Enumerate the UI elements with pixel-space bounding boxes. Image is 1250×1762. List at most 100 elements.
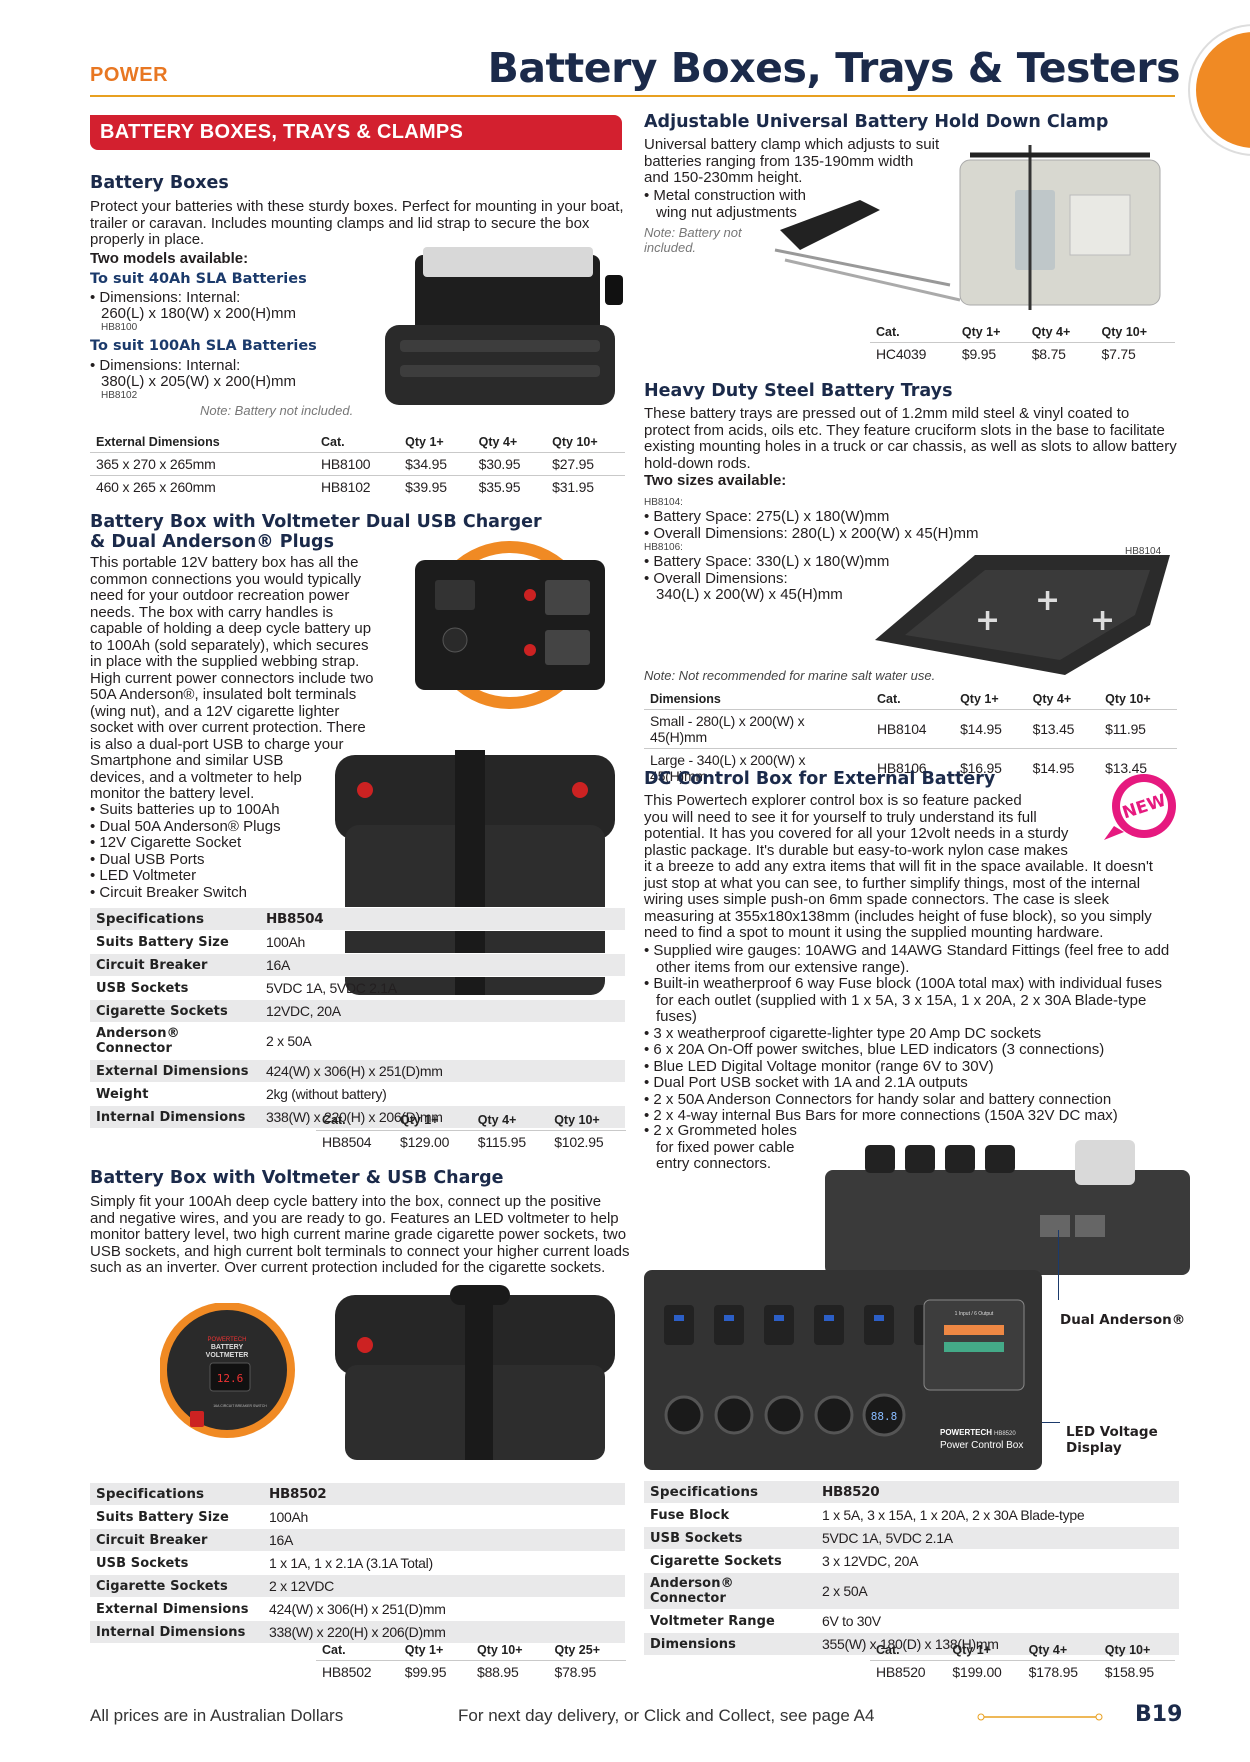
feature-bullet: 6 x 20A On-Off power switches, blue LED … bbox=[644, 1041, 1179, 1059]
col-header: Qty 4+ bbox=[1028, 1643, 1068, 1657]
feature-bullet: Suits batteries up to 100Ah bbox=[90, 801, 281, 819]
spec-value: 1 x 1A, 1 x 2.1A (3.1A Total) bbox=[263, 1551, 625, 1575]
spec-key: Specifications bbox=[644, 1480, 816, 1504]
dc-box-image bbox=[825, 1140, 1190, 1275]
table-cell: Small - 280(L) x 200(W) x 45(H)mm bbox=[644, 709, 871, 749]
hb8504-price-table: Cat.Qty 1+Qty 4+Qty 10+ HB8504$129.00$11… bbox=[316, 1110, 626, 1153]
section-label: POWER bbox=[90, 64, 169, 86]
model2-dims: 380(L) x 205(W) x 200(H)mm bbox=[101, 373, 297, 390]
spec-key: Anderson® Connector bbox=[90, 1022, 260, 1060]
spec-value: 424(W) x 306(H) x 251(D)mm bbox=[260, 1059, 625, 1083]
spec-key: Cigarette Sockets bbox=[90, 1574, 263, 1598]
clamp-note2: included. bbox=[644, 240, 697, 255]
spec-value: 1 x 5A, 3 x 15A, 1 x 20A, 2 x 30A Blade-… bbox=[816, 1503, 1179, 1527]
col-header: External Dimensions bbox=[96, 435, 220, 449]
table-cell: $78.95 bbox=[548, 1660, 626, 1683]
model1-bullet: Dimensions: Internal: bbox=[90, 289, 240, 307]
new-badge: NEW bbox=[1104, 774, 1176, 840]
spec-value: 16A bbox=[260, 953, 625, 977]
table-cell: $31.95 bbox=[546, 475, 625, 498]
desc-line: This Powertech explorer control box is s… bbox=[644, 792, 1022, 809]
table-row: HB8520$199.00$178.95$158.95 bbox=[870, 1660, 1175, 1683]
desc-line: batteries ranging from 135-190mm width bbox=[644, 152, 914, 170]
spec-value: 3 x 12VDC, 20A bbox=[816, 1549, 1179, 1573]
table-cell: $115.95 bbox=[471, 1130, 549, 1153]
tray2-bullets: Battery Space: 330(L) x 180(W)mm Overall… bbox=[644, 553, 889, 604]
col-header: Qty 4+ bbox=[478, 435, 518, 449]
col-header: Dimensions bbox=[650, 692, 721, 706]
table-cell: 460 x 265 x 260mm bbox=[90, 475, 315, 498]
clamp-bullet: Metal construction with wing nut adjustm… bbox=[644, 187, 829, 221]
models-heading: Two models available: bbox=[90, 250, 249, 267]
inset-label2: VOLTMETER bbox=[206, 1352, 249, 1359]
spec-key: Suits Battery Size bbox=[90, 930, 260, 954]
table-cell: HC4039 bbox=[870, 342, 956, 365]
col-header: Qty 1+ bbox=[400, 1113, 439, 1127]
hb8504-panel-image bbox=[415, 541, 605, 709]
desc-line: just stop at what you can see, to furthe… bbox=[644, 874, 1141, 892]
dc-last-bullet: 2 x Grommeted holes for fixed power cabl… bbox=[644, 1122, 796, 1173]
spec-value: 2kg (without battery) bbox=[260, 1082, 625, 1106]
battery-boxes-image bbox=[385, 247, 623, 405]
model1-title: To suit 40Ah SLA Batteries bbox=[90, 271, 307, 287]
tray1-cat: HB8104: bbox=[644, 497, 683, 508]
battery-boxes-title: Battery Boxes bbox=[90, 173, 229, 193]
col-header: Qty 1+ bbox=[961, 325, 1001, 339]
desc-line: to 100Ah (sold separately), which secure… bbox=[90, 636, 369, 654]
col-header: Qty 1+ bbox=[404, 1643, 444, 1657]
dc-bullets: Supplied wire gauges: 10AWG and 14AWG St… bbox=[644, 942, 1179, 1125]
hb8502-box-image bbox=[335, 1285, 615, 1460]
col-header: Cat. bbox=[321, 435, 345, 449]
table-row: HC4039$9.95$8.75$7.75 bbox=[870, 342, 1175, 365]
panel-name: Power Control Box bbox=[940, 1440, 1023, 1451]
hb8504-title-line1: Battery Box with Voltmeter Dual USB Char… bbox=[90, 512, 542, 532]
feature-bullet: Built-in weatherproof 6 way Fuse block (… bbox=[644, 975, 1179, 1026]
col-header: Cat. bbox=[322, 1113, 346, 1127]
spec-value: 355(W) x 180(D) x 138(H)mm bbox=[816, 1632, 1179, 1655]
table-cell: $13.45 bbox=[1099, 748, 1177, 787]
svg-text:+: + bbox=[1035, 583, 1060, 618]
desc-line: Smartphone and similar USB bbox=[90, 752, 284, 769]
spec-value: 100Ah bbox=[263, 1505, 625, 1529]
col-header: Qty 10+ bbox=[1101, 325, 1148, 339]
spec-value: 2 x 12VDC bbox=[263, 1574, 625, 1598]
hb8502-price-table: Cat.Qty 1+Qty 10+Qty 25+ HB8502$99.95$88… bbox=[316, 1640, 626, 1683]
spec-key: External Dimensions bbox=[90, 1597, 263, 1621]
table-cell: $11.95 bbox=[1099, 709, 1177, 749]
table-cell: $7.75 bbox=[1095, 342, 1175, 365]
tray2-cat: HB8106: bbox=[644, 542, 683, 553]
col-header: Qty 25+ bbox=[554, 1643, 600, 1657]
model2-title: To suit 100Ah SLA Batteries bbox=[90, 338, 317, 354]
spec-key: USB Sockets bbox=[644, 1526, 816, 1550]
col-header: Qty 10+ bbox=[552, 435, 598, 449]
table-cell: HB8502 bbox=[316, 1660, 399, 1683]
desc-line: This portable 12V battery box has all th… bbox=[90, 554, 359, 571]
tray1-bullets: Battery Space: 275(L) x 180(W)mm Overall… bbox=[644, 508, 978, 542]
feature-bullet: Dual USB Ports bbox=[90, 851, 281, 869]
model1-cat: HB8100 bbox=[101, 322, 138, 333]
spec-key: External Dimensions bbox=[90, 1059, 260, 1083]
header-rule bbox=[90, 95, 1175, 97]
callout-text: Display bbox=[1066, 1440, 1122, 1456]
table-cell: $14.95 bbox=[1026, 748, 1100, 787]
desc-line: devices, and a voltmeter to help bbox=[90, 768, 302, 786]
desc-line: capable of holding a deep cycle battery … bbox=[90, 620, 372, 637]
clamp-image bbox=[774, 145, 1161, 310]
desc-line: wiring uses simple push-on 6mm spade con… bbox=[644, 891, 1109, 908]
spec-key: Internal Dimensions bbox=[90, 1105, 260, 1128]
feature-bullet: LED Voltmeter bbox=[90, 867, 281, 885]
desc-line: High current power connectors include tw… bbox=[90, 669, 374, 687]
